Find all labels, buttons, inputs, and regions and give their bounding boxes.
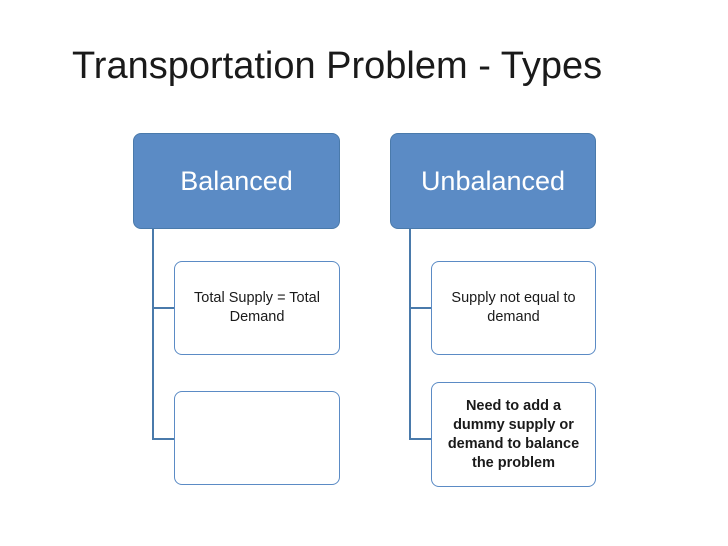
node-balanced-child-1[interactable]: Total Supply = Total Demand [174, 261, 340, 355]
connector-unbalanced-child-1 [409, 307, 431, 309]
node-unbalanced[interactable]: Unbalanced [390, 133, 596, 229]
page-title: Transportation Problem - Types [72, 45, 603, 87]
node-unbalanced-child-1[interactable]: Supply not equal to demand [431, 261, 596, 355]
node-unbalanced-child-2-label: Need to add a dummy supply or demand to … [447, 397, 580, 471]
connector-balanced-child-2 [152, 438, 174, 440]
node-unbalanced-child-2[interactable]: Need to add a dummy supply or demand to … [431, 382, 596, 487]
node-balanced-child-1-label: Total Supply = Total Demand [194, 290, 320, 325]
connector-unbalanced-child-2 [409, 438, 431, 440]
node-balanced-label: Balanced [180, 165, 293, 196]
node-unbalanced-label: Unbalanced [420, 165, 566, 196]
node-balanced[interactable]: Balanced [133, 133, 340, 229]
node-balanced-child-2[interactable] [174, 391, 340, 485]
connector-balanced-child-1 [152, 307, 174, 309]
connector-balanced-spine [152, 229, 154, 440]
node-unbalanced-child-1-label: Supply not equal to demand [451, 290, 576, 325]
connector-unbalanced-spine [409, 229, 411, 440]
